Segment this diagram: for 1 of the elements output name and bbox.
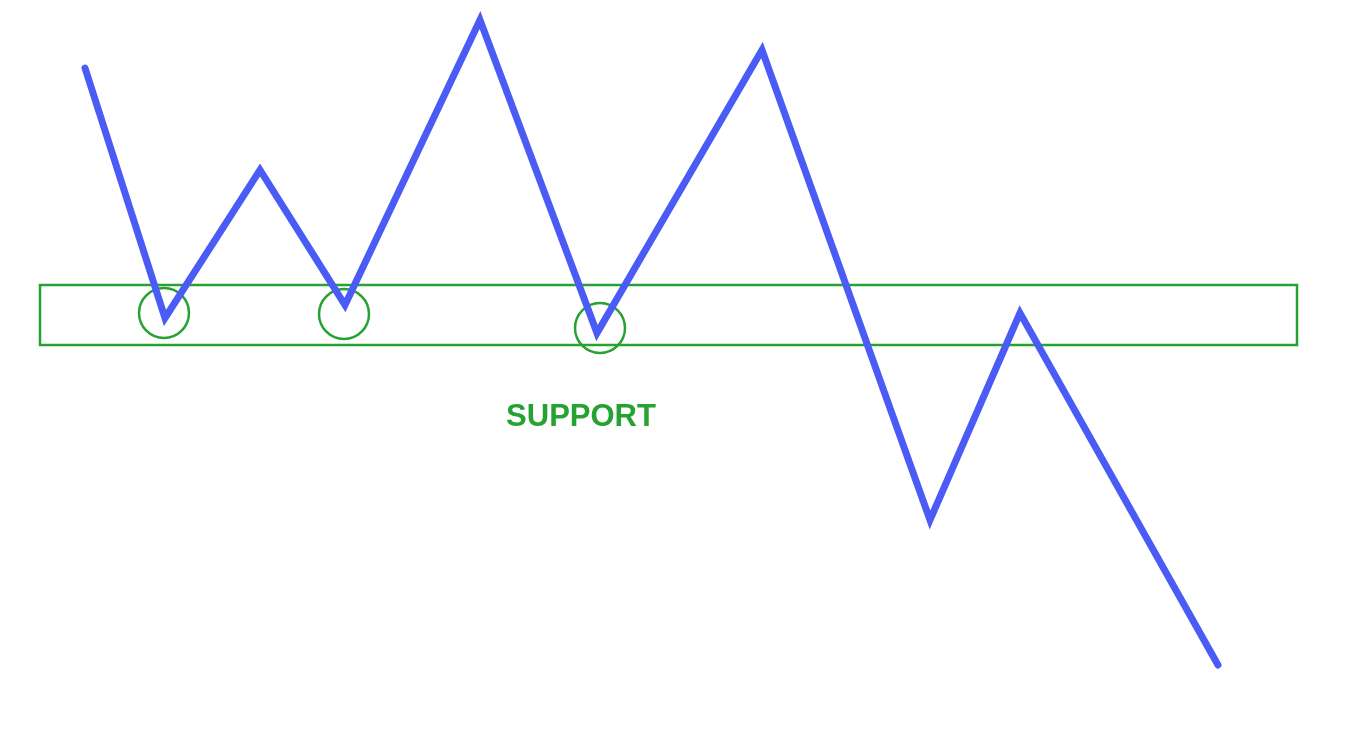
support-label: SUPPORT [506,398,656,434]
